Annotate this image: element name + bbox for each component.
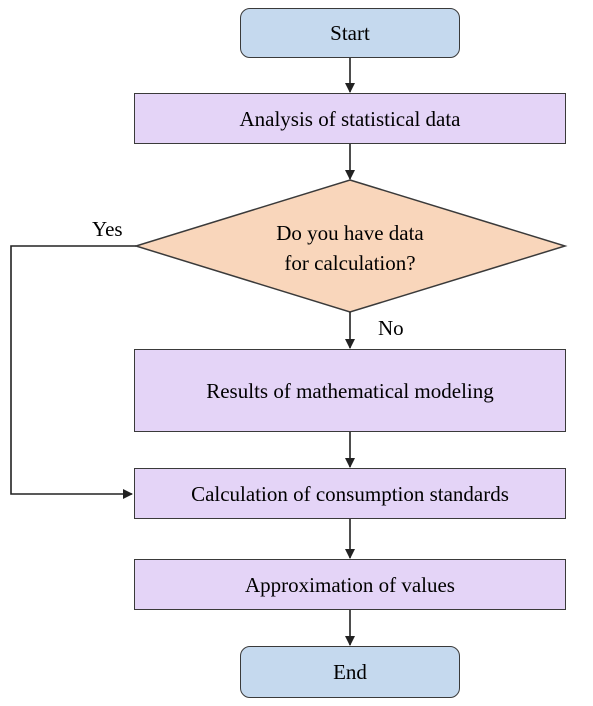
end-terminal: End bbox=[240, 646, 460, 698]
analysis-step: Analysis of statistical data bbox=[134, 93, 566, 144]
decision-line-2: for calculation? bbox=[284, 251, 416, 275]
calculation-step: Calculation of consumption standards bbox=[134, 468, 566, 519]
modeling-label: Results of mathematical modeling bbox=[206, 378, 494, 403]
yes-label: Yes bbox=[92, 217, 123, 241]
approximation-step: Approximation of values bbox=[134, 559, 566, 610]
modeling-step: Results of mathematical modeling bbox=[134, 349, 566, 432]
no-label: No bbox=[378, 316, 404, 340]
decision-line-1: Do you have data bbox=[276, 221, 424, 245]
start-label: Start bbox=[330, 21, 370, 45]
arrow-decision-yes-to-calculation bbox=[10, 245, 136, 499]
approximation-label: Approximation of values bbox=[245, 572, 455, 597]
analysis-label: Analysis of statistical data bbox=[239, 106, 461, 131]
decision-text: Do you have data for calculation? bbox=[200, 218, 500, 278]
calculation-label: Calculation of consumption standards bbox=[191, 481, 509, 506]
start-terminal: Start bbox=[240, 8, 460, 58]
end-label: End bbox=[333, 660, 367, 684]
